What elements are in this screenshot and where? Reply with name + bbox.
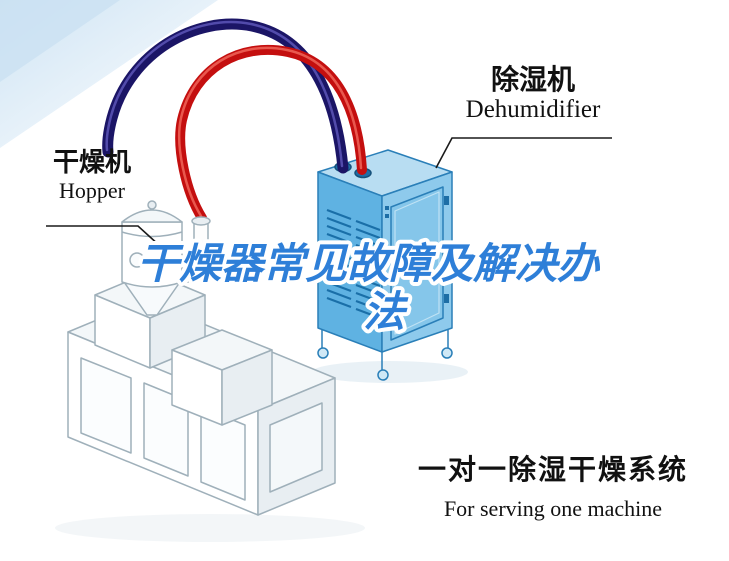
door-hinge-top [444,196,449,205]
machine-end-panel [269,402,323,493]
machine-panel [80,357,132,454]
hoses [102,18,367,223]
hopper-leader-line [46,225,161,247]
watermark-title: 干燥器常见故障及解决办 法 [133,236,605,339]
watermark-line-1: 干燥器常见故障及解决办 [137,240,601,287]
watermark-line-2: 法 [363,288,409,335]
dehumidifier-cabinet-illustration [317,149,453,381]
caption-en: For serving one machine [443,496,663,521]
hopper-label-cn: 干燥机 [52,147,131,177]
hopper-dome-lid [121,209,183,223]
machine-shadow [55,514,365,542]
hopper-label-en: Hopper [59,177,125,203]
caption-block: 一对一除湿干燥系统 For serving one machine [408,448,698,522]
hopper-sight-glass [129,252,145,268]
dehumidifier-label-cn: 除湿机 [490,64,575,95]
caption-cn: 一对一除湿干燥系统 [417,454,688,485]
cabinet-casters [317,328,453,381]
door-hinge-bottom [444,294,449,303]
hose-navy-highlight [105,20,344,168]
gearbox-side-face [221,349,273,426]
door-handle [395,256,399,271]
dehumidifier-leader-line [435,137,612,169]
pipe-flange [191,216,211,226]
hopper-label: 干燥机 Hopper [32,147,152,203]
hopper-inlet-pipe [181,216,211,283]
dehumidifier-label: 除湿机 Dehumidifier [448,64,618,125]
hopper-dryer-illustration [121,200,183,316]
corner-decoration [0,0,218,148]
dehumidifier-label-en: Dehumidifier [465,96,601,124]
cabinet-indicators [385,206,389,218]
hose-red-highlight [178,46,363,218]
cabinet-door [390,186,449,341]
hopper-body-ring [121,231,183,238]
cabinet-vent-grille [326,208,381,320]
hopper-lid-knob [147,200,157,210]
extruder-machine-illustration [67,271,336,516]
cabinet-shadow [312,361,468,383]
label-leader-lines [46,137,612,247]
